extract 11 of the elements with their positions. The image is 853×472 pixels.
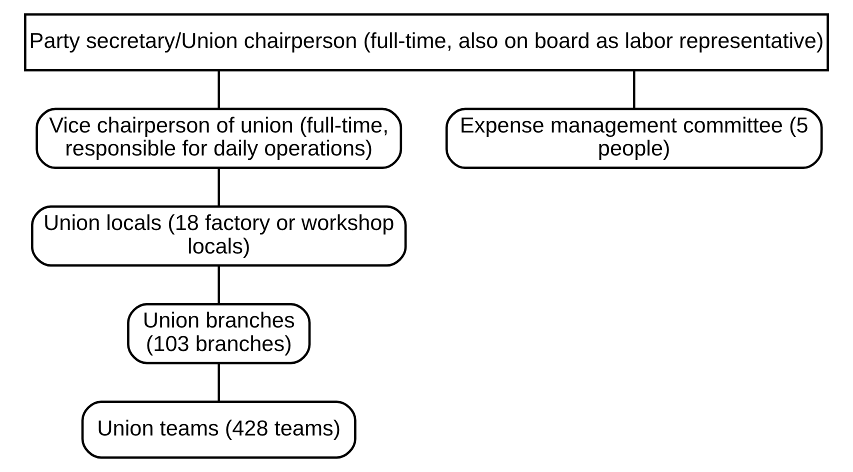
node-box: Party secretary/Union chairperson (full-time, also on board as labor representative) [24, 13, 829, 72]
connector [218, 168, 220, 206]
connector [218, 70, 220, 109]
node-box: Union branches (103 branches) [127, 303, 311, 364]
connector [218, 363, 220, 402]
connector [218, 266, 220, 304]
node-box: Union teams (428 teams) [81, 400, 356, 459]
node-box: Vice chairperson of union (full-time, responsible for daily operations) [36, 108, 402, 169]
node-box: Expense management committee (5 people) [445, 108, 823, 169]
node-box: Union locals (18 factory or workshop locals) [31, 205, 407, 267]
connector [632, 70, 636, 109]
